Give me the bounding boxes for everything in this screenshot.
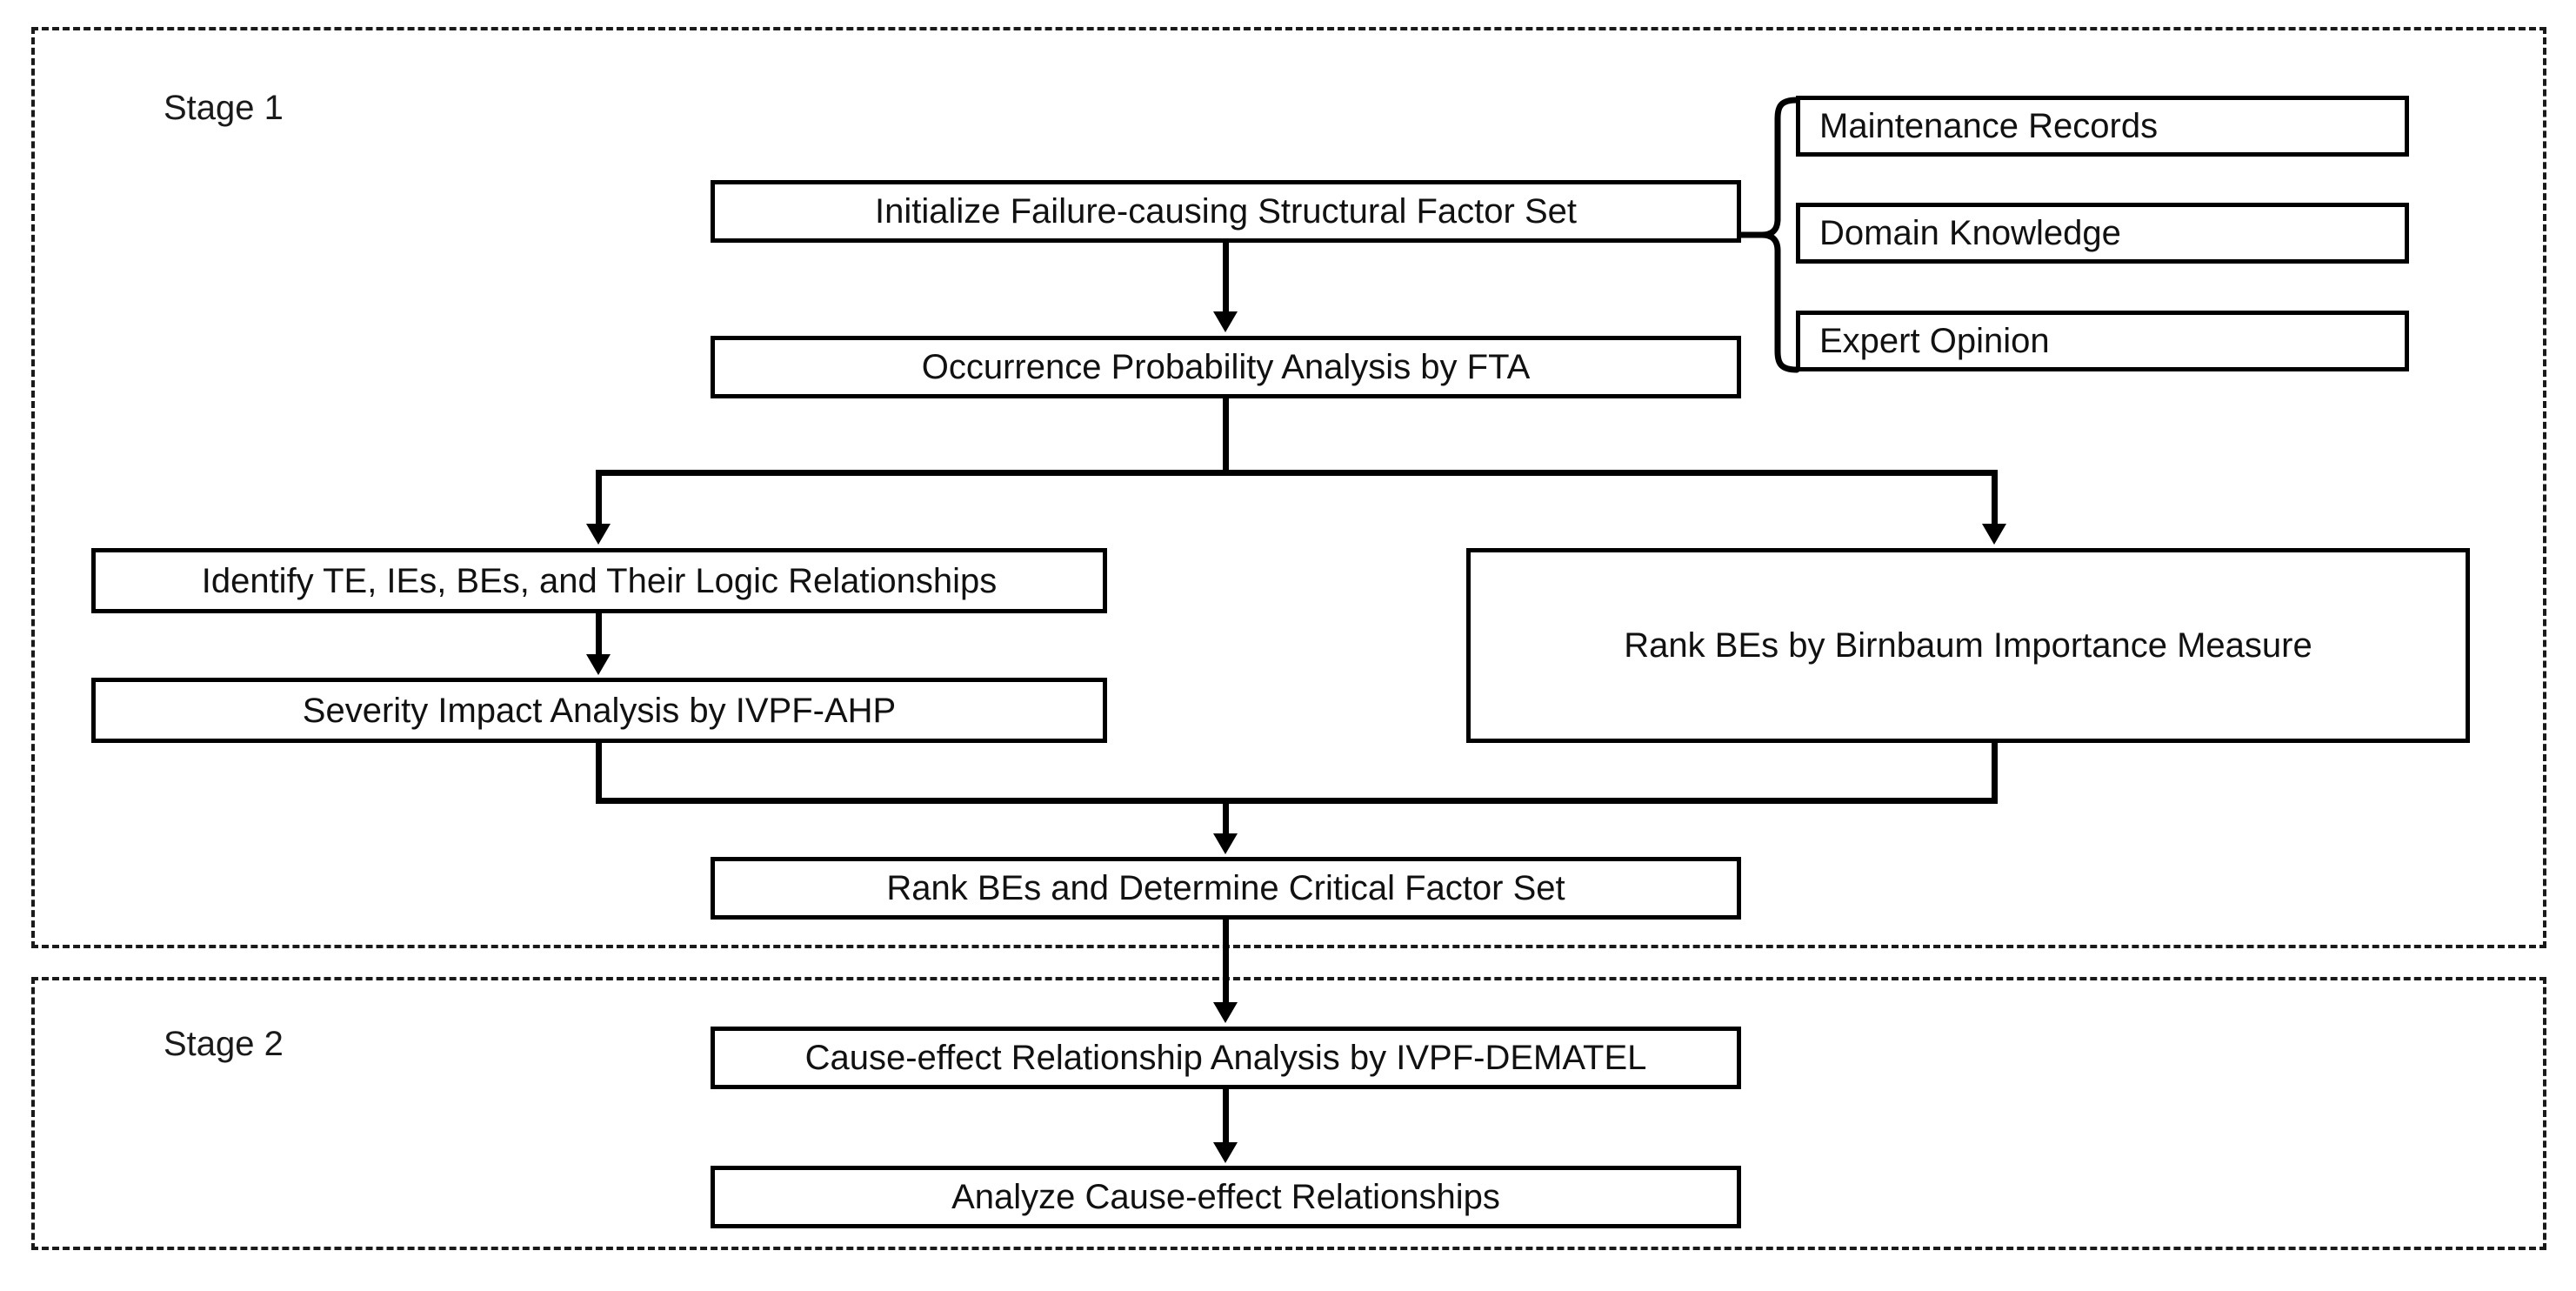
node-domain-knowledge[interactable]: Domain Knowledge [1796,203,2409,264]
stage-1-label: Stage 1 [164,89,284,127]
source-group-brace [1739,96,1800,374]
connector-initialize-to-occurrence [1223,243,1229,314]
arrowhead-dematel [1213,1002,1238,1023]
arrowhead-rank-determine [1213,833,1238,854]
arrowhead-birnbaum [1982,524,2006,545]
arrowhead-severity [586,654,611,675]
connector-rank-to-dematel [1223,920,1229,1005]
node-initialize-factor-set[interactable]: Initialize Failure-causing Structural Fa… [711,180,1741,243]
node-occurrence-probability-fta[interactable]: Occurrence Probability Analysis by FTA [711,336,1741,398]
connector-split-bar [596,470,1998,476]
connector-severity-to-merge [596,743,602,804]
connector-split-right-drop [1992,470,1998,526]
node-maintenance-records[interactable]: Maintenance Records [1796,96,2409,157]
arrowhead-occurrence [1213,311,1238,332]
node-expert-opinion[interactable]: Expert Opinion [1796,311,2409,371]
connector-occurrence-to-split [1223,398,1229,475]
arrowhead-identify [586,524,611,545]
node-rank-bes-critical-factor-set[interactable]: Rank BEs and Determine Critical Factor S… [711,857,1741,920]
node-rank-bes-birnbaum[interactable]: Rank BEs by Birnbaum Importance Measure [1466,548,2470,743]
arrowhead-analyze [1213,1142,1238,1163]
stage-1-frame [31,27,2546,948]
connector-identify-to-severity [596,613,602,659]
connector-split-left-drop [596,470,602,526]
stage-2-frame [31,977,2546,1250]
connector-birnbaum-to-merge [1992,743,1998,804]
connector-merge-to-rank [1223,798,1229,837]
connector-merge-bar [596,798,1998,804]
connector-dematel-to-analyze [1223,1089,1229,1145]
node-severity-impact-ivpf-ahp[interactable]: Severity Impact Analysis by IVPF-AHP [91,678,1107,743]
node-cause-effect-ivpf-dematel[interactable]: Cause-effect Relationship Analysis by IV… [711,1027,1741,1089]
node-analyze-cause-effect[interactable]: Analyze Cause-effect Relationships [711,1166,1741,1228]
node-identify-te-ies-bes[interactable]: Identify TE, IEs, BEs, and Their Logic R… [91,548,1107,613]
stage-2-label: Stage 2 [164,1025,284,1063]
